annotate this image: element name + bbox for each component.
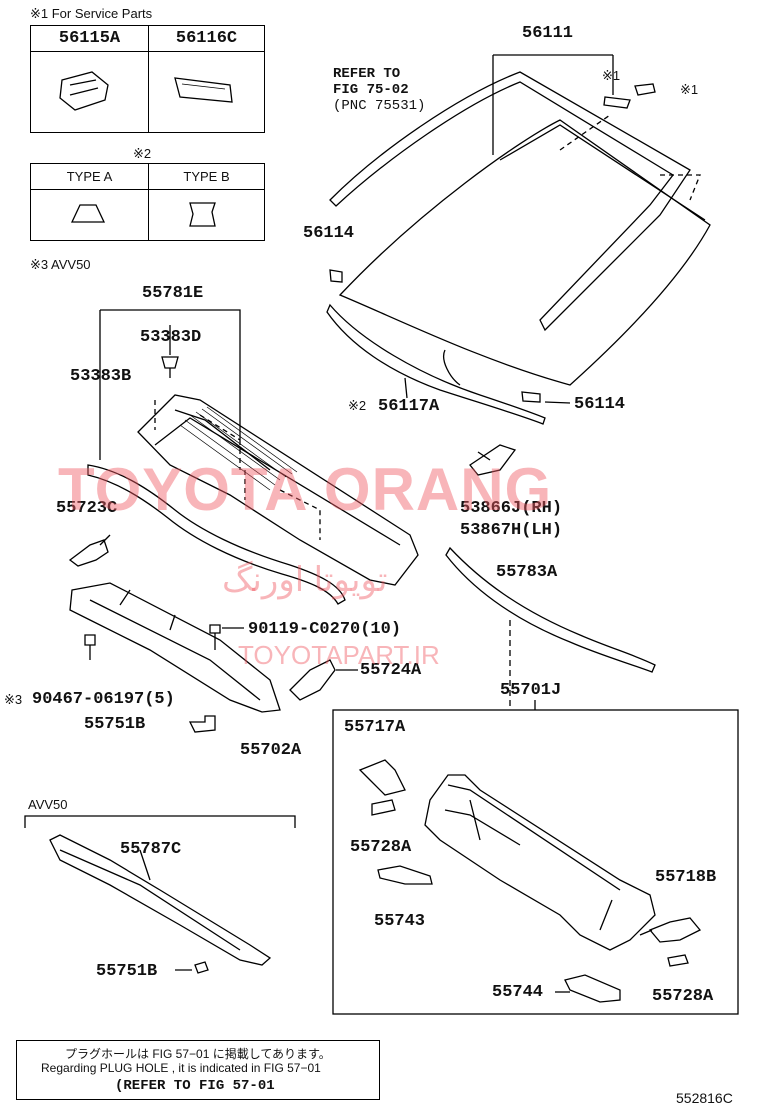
windshield-molding bbox=[329, 71, 691, 332]
label-55787c[interactable]: 55787C bbox=[120, 840, 182, 859]
refer-line-2: FIG 75-02 bbox=[333, 82, 409, 98]
refer-glass-note: REFER TO FIG 75-02 (PNC 75531) bbox=[333, 66, 425, 114]
windshield-glass bbox=[338, 119, 711, 386]
mark-3: ※3 bbox=[4, 692, 23, 707]
label-55783a[interactable]: 55783A bbox=[496, 563, 558, 582]
type-table: TYPE A TYPE B bbox=[30, 163, 265, 241]
note-refer[interactable]: (REFER TO FIG 57-01 bbox=[115, 1078, 275, 1094]
plug-hole-note: プラグホールは FIG 57−01 に掲載してあります。 Regarding P… bbox=[16, 1040, 380, 1100]
avv50-note: ※3 AVV50 bbox=[30, 257, 91, 272]
label-55724a[interactable]: 55724A bbox=[360, 661, 422, 680]
label-55751b-lower[interactable]: 55751B bbox=[96, 962, 158, 981]
lower-molding bbox=[326, 303, 546, 425]
side-bracket bbox=[469, 444, 517, 476]
label-56111[interactable]: 56111 bbox=[522, 24, 574, 43]
label-56114-right[interactable]: 56114 bbox=[574, 395, 626, 414]
service-part-56115a: 56115A bbox=[30, 25, 149, 52]
cowl-top-panel bbox=[137, 394, 419, 586]
type-a-label: TYPE A bbox=[30, 163, 149, 190]
seal-strip bbox=[87, 464, 346, 605]
clip-part bbox=[603, 96, 631, 109]
refer-line-3: (PNC 75531) bbox=[333, 98, 426, 114]
type-b-label: TYPE B bbox=[148, 163, 265, 190]
service-part-56116c: 56116C bbox=[148, 25, 265, 52]
label-55723c[interactable]: 55723C bbox=[56, 499, 118, 518]
mark-2: ※2 bbox=[348, 398, 367, 413]
label-55751b-upper[interactable]: 55751B bbox=[84, 715, 146, 734]
label-55702a[interactable]: 55702A bbox=[240, 741, 302, 760]
label-55717a[interactable]: 55717A bbox=[344, 718, 406, 737]
label-53383b[interactable]: 53383B bbox=[70, 367, 132, 386]
label-53867h[interactable]: 53867H(LH) bbox=[460, 521, 563, 540]
label-90119[interactable]: 90119-C0270(10) bbox=[248, 620, 402, 639]
mark-1b: ※1 bbox=[680, 82, 699, 97]
dash-panel bbox=[424, 774, 656, 951]
refer-line-1: REFER TO bbox=[333, 66, 401, 82]
watermark-main: TOYOTA ORANG bbox=[58, 456, 553, 523]
watermark-persian: تویوتا اورنگ bbox=[222, 561, 388, 599]
service-parts-table: 56115A 56116C bbox=[30, 25, 265, 133]
avv50-cowl-panel bbox=[49, 834, 272, 966]
bracket-717 bbox=[358, 759, 406, 796]
label-55743[interactable]: 55743 bbox=[374, 912, 426, 931]
label-56114-left[interactable]: 56114 bbox=[303, 224, 355, 243]
label-avv50: AVV50 bbox=[28, 797, 68, 812]
note-line-jp: プラグホールは FIG 57−01 に掲載してあります。 bbox=[65, 1047, 331, 1061]
mark-1a: ※1 bbox=[602, 68, 621, 83]
lower-cowl-panel bbox=[69, 582, 281, 713]
watermark-site: TOYOTAPART.IR bbox=[238, 640, 440, 670]
cowl-bracket bbox=[289, 659, 336, 701]
label-55781e[interactable]: 55781E bbox=[142, 284, 204, 303]
figure-code: 552816C bbox=[676, 1090, 733, 1106]
label-53866j[interactable]: 53866J(RH) bbox=[460, 499, 563, 518]
seal-strip-2 bbox=[445, 546, 656, 673]
label-53383d[interactable]: 53383D bbox=[140, 328, 202, 347]
note-line-en: Regarding PLUG HOLE , it is indicated in… bbox=[41, 1061, 321, 1075]
label-55701j[interactable]: 55701J bbox=[500, 681, 562, 700]
inset-box bbox=[332, 709, 739, 1015]
service-parts-title: ※1 For Service Parts bbox=[30, 6, 153, 21]
clip-part-2 bbox=[634, 83, 656, 96]
label-55728a-left[interactable]: 55728A bbox=[350, 838, 412, 857]
label-56117a[interactable]: 56117A bbox=[378, 397, 440, 416]
type-mark: ※2 bbox=[133, 146, 152, 161]
label-55728a-right[interactable]: 55728A bbox=[652, 987, 714, 1006]
label-90467[interactable]: 90467-06197(5) bbox=[32, 690, 175, 709]
label-55718b[interactable]: 55718B bbox=[655, 868, 717, 887]
label-55744[interactable]: 55744 bbox=[492, 983, 544, 1002]
